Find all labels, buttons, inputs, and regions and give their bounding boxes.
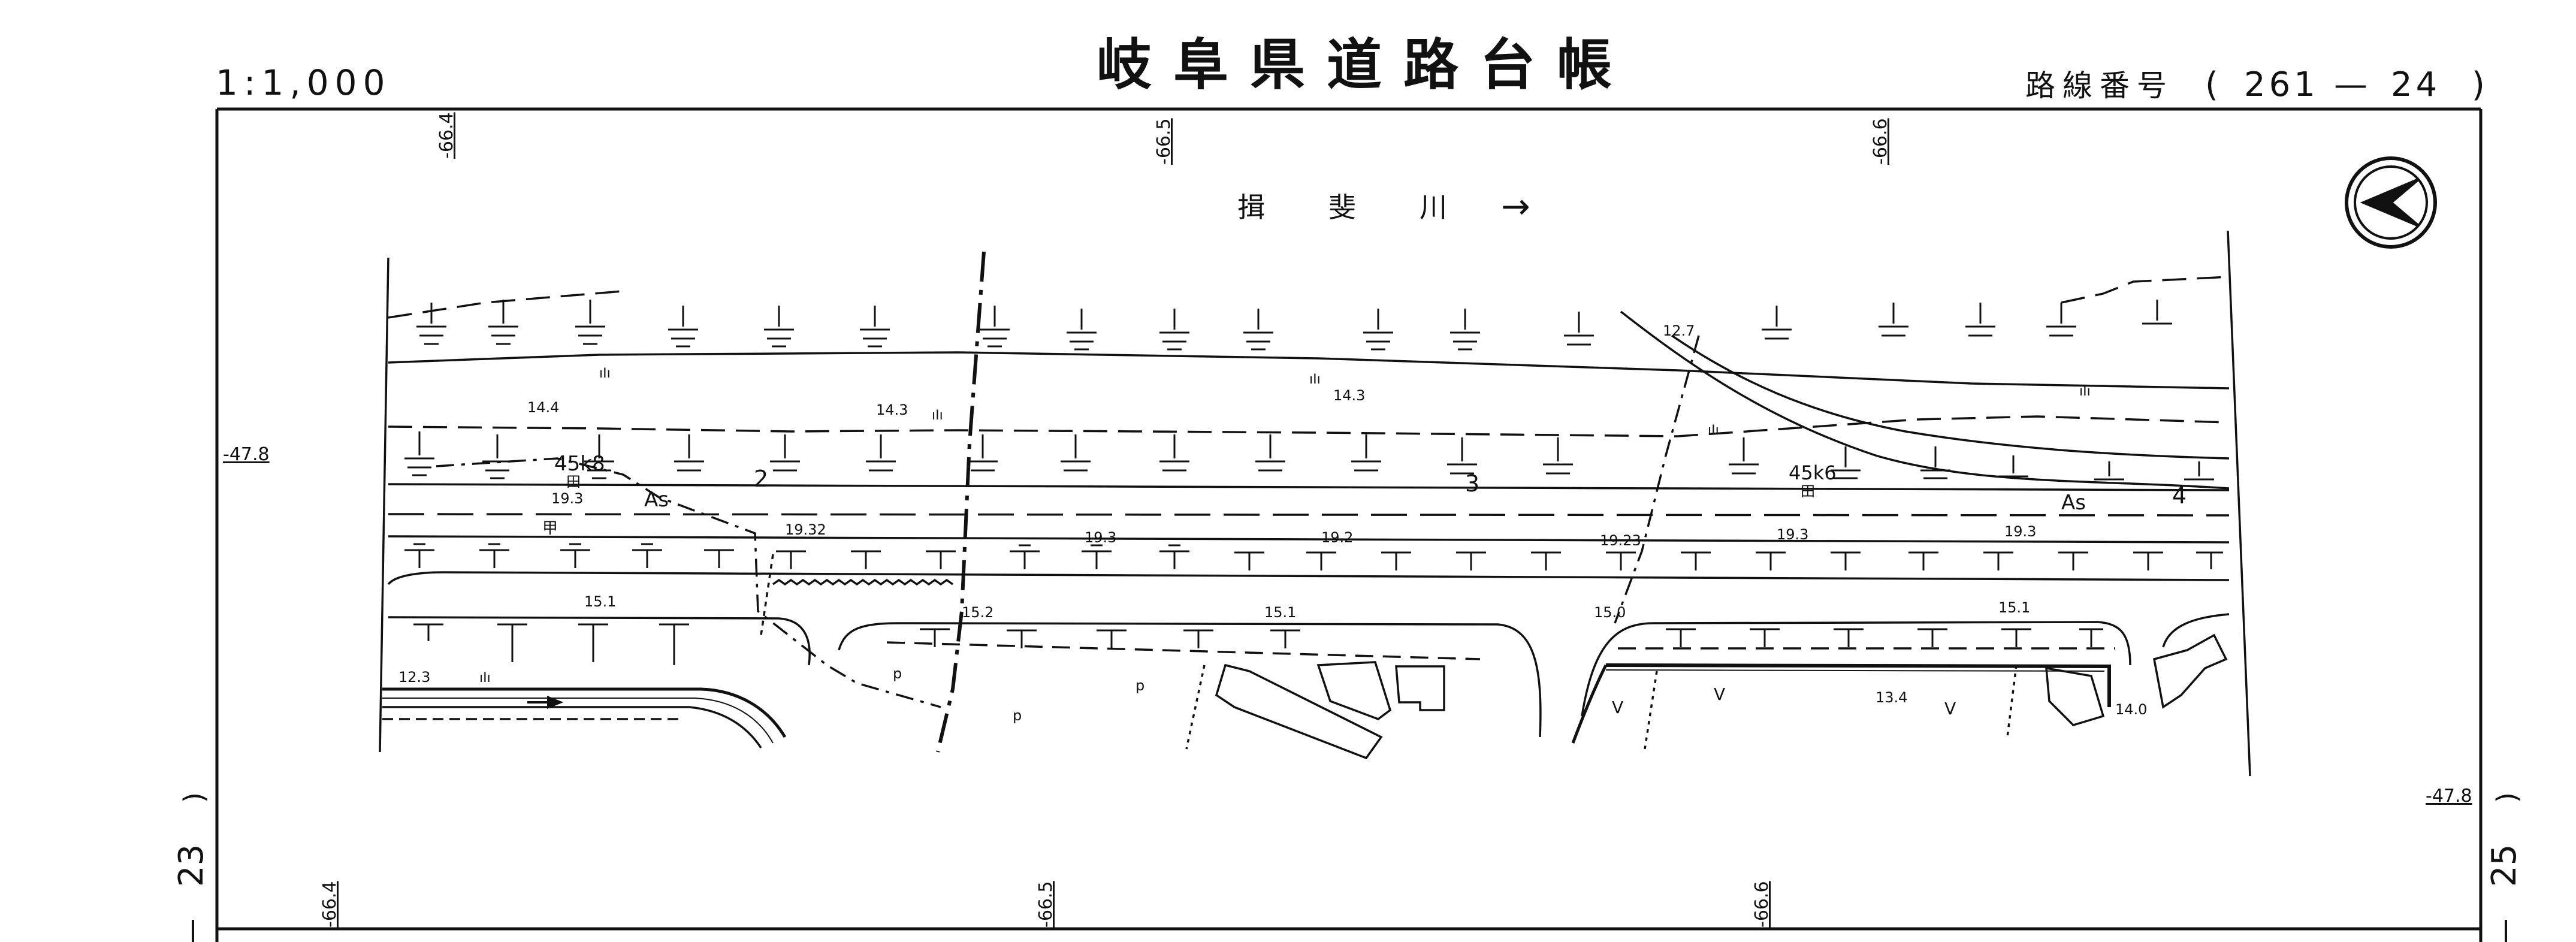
- surface-label-2: As: [2061, 491, 2086, 515]
- check-symbol-3: V: [1944, 699, 1956, 718]
- map-linework: [379, 230, 2251, 777]
- elev-center-5: 19.3: [1777, 526, 1808, 543]
- elev-road-left: 19.3: [551, 490, 583, 507]
- elev-upper-2: 14.3: [876, 401, 908, 418]
- elev-center-2: 19.3: [1085, 529, 1116, 546]
- elev-lower-2: 15.2: [962, 604, 993, 621]
- elev-lower-4: 15.0: [1594, 604, 1626, 621]
- elev-low-2: 13.4: [1876, 689, 1907, 706]
- elev-low-1: 12.3: [398, 669, 430, 686]
- grass-symbol-4: ıIı: [1708, 423, 1719, 438]
- route-number: 261: [2244, 65, 2319, 104]
- neighbor-sheet-right-number: 25: [2485, 844, 2524, 887]
- grid-y-right: -47.8: [2426, 786, 2472, 807]
- station-4: 4: [2172, 482, 2187, 509]
- elev-lower-5: 15.1: [1998, 599, 2030, 616]
- km-post-45k8: 45k8: [554, 452, 605, 476]
- grass-symbol-3: ıIı: [1309, 372, 1321, 387]
- neighbor-sheet-right: ) 25: [2485, 792, 2524, 942]
- elev-upper-3: 14.3: [1333, 387, 1365, 404]
- grid-x-bottom-1: -66.4: [319, 881, 340, 928]
- grid-x-bottom-2: -66.5: [1035, 881, 1056, 928]
- grid-x-bottom-3: -66.6: [1751, 881, 1772, 928]
- paddy-symbol-2: 田: [1801, 483, 1815, 500]
- station-2: 2: [754, 466, 768, 492]
- elev-upper-1: 14.4: [527, 399, 559, 416]
- slope-hachures: [404, 300, 2223, 665]
- station-3: 3: [1465, 470, 1479, 497]
- grass-symbol-1: ıIı: [599, 366, 611, 381]
- elev-center-4: 19.23: [1600, 532, 1641, 549]
- canal-flow-arrow-icon: [527, 696, 564, 709]
- grid-y-left: -47.8: [223, 444, 270, 465]
- neighbor-sheet-left-number: 23: [172, 844, 211, 887]
- elev-ramp: 12.7: [1663, 322, 1695, 339]
- elev-lower-1: 15.1: [584, 593, 616, 610]
- river-name: 揖 斐 川: [1237, 191, 1465, 224]
- grass-symbol-2: ıIı: [932, 408, 943, 423]
- map-title: 岐阜県道路台帳: [1097, 33, 1633, 97]
- elev-lower-3: 15.1: [1264, 604, 1296, 621]
- route-label: 路線番号: [2025, 68, 2174, 103]
- field-symbol-1: p: [893, 665, 902, 682]
- grass-symbol-5: ıIı: [2079, 384, 2091, 399]
- benchmark-symbol: 甲: [542, 520, 558, 538]
- route-dash: —: [2334, 65, 2367, 104]
- elev-center-6: 19.3: [2004, 523, 2036, 540]
- river-flow-arrow-icon: →: [1501, 186, 1530, 227]
- grass-symbol-6: ıIı: [479, 671, 491, 686]
- map-frame: [215, 107, 2483, 942]
- surface-label-1: As: [644, 488, 669, 512]
- svg-text:): ): [178, 792, 210, 803]
- route-open-paren: (: [2205, 65, 2218, 104]
- field-symbol-3: p: [1013, 707, 1022, 724]
- km-post-45k6: 45k6: [1789, 461, 1837, 484]
- grid-x-top-3: -66.6: [1870, 118, 1891, 165]
- grid-x-top-1: -66.4: [436, 112, 457, 159]
- paddy-symbol-1: 田: [566, 473, 581, 490]
- scale-label: 1:1,000: [216, 62, 391, 103]
- check-symbol-1: V: [1612, 698, 1623, 717]
- sheet-number: 24: [2391, 65, 2441, 104]
- check-symbol-2: V: [1714, 684, 1725, 704]
- neighbor-sheet-left: ) 23: [172, 792, 211, 942]
- elev-low-3: 14.0: [2115, 701, 2147, 718]
- elev-center-3: 19.2: [1321, 529, 1353, 546]
- grid-x-top-2: -66.5: [1153, 118, 1174, 165]
- route-number-group: 路線番号 ( 261 — 24 ): [2025, 65, 2485, 104]
- north-arrow-icon: [2345, 156, 2437, 249]
- svg-text:): ): [2491, 792, 2523, 803]
- route-close-paren: ): [2472, 65, 2485, 104]
- elev-center-1: 19.32: [785, 521, 826, 538]
- field-symbol-2: p: [1136, 677, 1144, 694]
